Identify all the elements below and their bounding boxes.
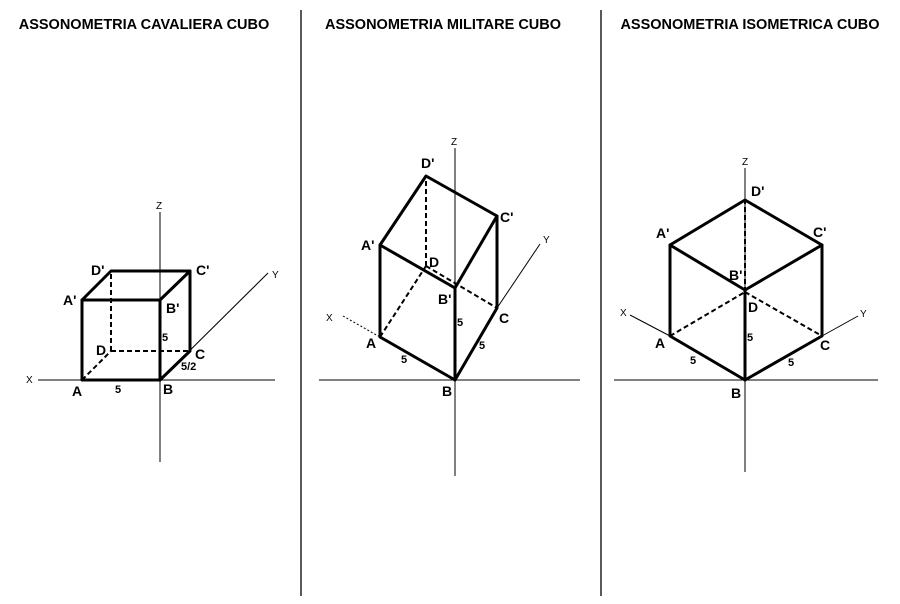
edge-d-c-hidden — [425, 265, 498, 309]
panel-militare: ASSONOMETRIA MILITARE CUBO X Y Z A B C D… — [319, 17, 580, 476]
axis-x-line — [629, 314, 671, 337]
axis-z-label: Z — [156, 201, 162, 212]
dimension-ab: 5 — [115, 384, 121, 396]
panel-title: ASSONOMETRIA MILITARE CUBO — [325, 17, 561, 33]
vertex-c-label: C — [499, 310, 509, 326]
edge-d-c-hidden — [744, 291, 823, 337]
vertex-b-label: B — [163, 381, 173, 397]
panel-cavaliera: ASSONOMETRIA CAVALIERA CUBO X Y Z A B C … — [19, 17, 279, 462]
axis-y-line — [496, 243, 541, 309]
axis-y-label: Y — [272, 270, 279, 281]
vertex-d1-label: D' — [91, 262, 104, 278]
edge-a-d-hidden — [81, 350, 112, 381]
axis-x-line — [342, 315, 381, 338]
dimension-ab: 5 — [690, 355, 696, 367]
edge-a-d-hidden — [379, 265, 427, 338]
vertex-a-label: A — [366, 335, 376, 351]
vertex-b1-label: B' — [438, 291, 451, 307]
vertex-d-label: D — [96, 342, 106, 358]
vertex-a-label: A — [655, 335, 665, 351]
vertex-b1-label: B' — [729, 267, 742, 283]
face-top — [80, 269, 192, 302]
dimension-bb1: 5 — [162, 332, 168, 344]
panel-title: ASSONOMETRIA ISOMETRICA CUBO — [620, 17, 879, 33]
axis-x-label: X — [26, 375, 33, 386]
top-front-edges — [378, 214, 499, 290]
dimension-bb1: 5 — [457, 317, 463, 329]
axis-y-label: Y — [860, 309, 867, 320]
dimension-bc: 5/2 — [181, 361, 196, 373]
vertex-c-label: C — [195, 346, 205, 362]
vertex-d1-label: D' — [751, 183, 764, 199]
vertex-d-label: D — [748, 299, 758, 315]
vertex-b1-label: B' — [166, 300, 179, 316]
vertex-c1-label: C' — [500, 209, 513, 225]
dimension-bb1: 5 — [747, 332, 753, 344]
vertex-b-label: B — [731, 385, 741, 401]
panel-isometrica: ASSONOMETRIA ISOMETRICA CUBO X Y Z A B C… — [614, 17, 880, 472]
axis-x-label: X — [620, 308, 627, 319]
axis-z-label: Z — [451, 137, 457, 148]
edge-a-d-hidden — [669, 291, 746, 337]
face-right — [158, 269, 192, 382]
panel-title: ASSONOMETRIA CAVALIERA CUBO — [19, 17, 270, 33]
axis-y-label: Y — [543, 235, 550, 246]
vertex-a1-label: A' — [656, 225, 669, 241]
axis-y-line — [821, 315, 859, 337]
vertex-c-label: C — [820, 337, 830, 353]
vertex-c1-label: C' — [813, 224, 826, 240]
vertex-a-label: A — [72, 383, 82, 399]
dimension-ab: 5 — [401, 354, 407, 366]
vertex-b-label: B — [442, 383, 452, 399]
vertex-c1-label: C' — [196, 262, 209, 278]
axis-z-label: Z — [742, 157, 748, 168]
dimension-bc: 5 — [479, 340, 485, 352]
vertex-a1-label: A' — [361, 237, 374, 253]
vertex-d1-label: D' — [421, 155, 434, 171]
vertex-d-label: D — [429, 254, 439, 270]
vertex-a1-label: A' — [63, 292, 76, 308]
dimension-bc: 5 — [788, 357, 794, 369]
axis-x-label: X — [326, 313, 333, 324]
